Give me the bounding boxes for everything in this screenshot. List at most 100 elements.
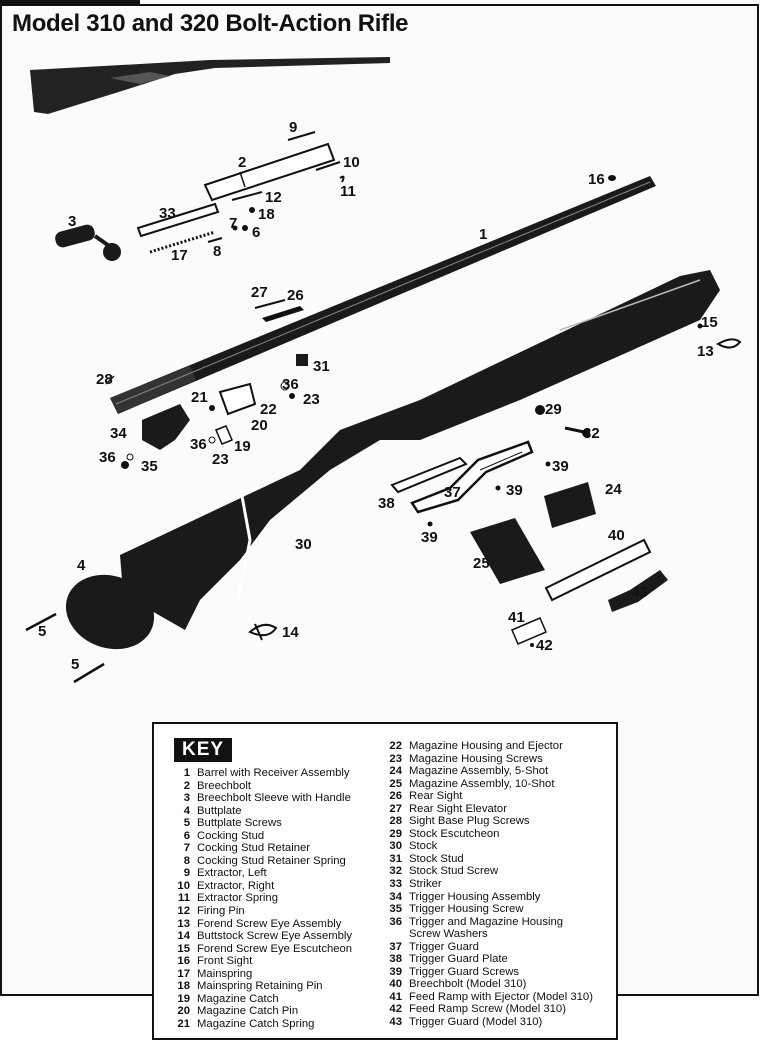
- key-item-number: 22: [389, 740, 402, 752]
- key-item-label: Extractor, Left: [197, 867, 267, 880]
- callout-37: 37: [444, 484, 461, 501]
- key-item-number: 13: [177, 917, 190, 930]
- key-item-number: 41: [389, 990, 402, 1003]
- key-item-label: Cocking Stud Retainer: [197, 842, 311, 855]
- key-item-number: 12: [177, 905, 190, 918]
- breechbolt-sleeve-part: [55, 224, 121, 261]
- callout-29: 29: [545, 401, 562, 418]
- page-title: Model 310 and 320 Bolt-Action Rifle: [12, 10, 409, 37]
- callout-36b: 36: [190, 436, 207, 453]
- key-item-label: Front Sight: [197, 955, 253, 968]
- key-item-label: Mainspring Retaining Pin: [197, 980, 323, 993]
- key-item-number: 40: [389, 978, 402, 991]
- key-item-label: Forend Screw Eye Assembly: [197, 917, 342, 930]
- stock-part: [120, 270, 720, 630]
- mainspring-part: [149, 230, 216, 254]
- key-item-number: 33: [389, 878, 402, 891]
- key-item-label: Buttplate: [197, 804, 242, 817]
- key-item-number: 15: [177, 942, 190, 955]
- callout-4: 4: [77, 557, 86, 574]
- buttplate-part: [65, 574, 155, 650]
- key-item-number: 20: [177, 1005, 190, 1018]
- key-item-number: 16: [177, 955, 190, 968]
- callout-6: 6: [252, 224, 260, 241]
- callout-36c: 36: [99, 449, 116, 466]
- key-item-label: Stock: [409, 840, 438, 853]
- key-item: 32 Stock Stud Screw: [382, 865, 593, 878]
- callout-17: 17: [171, 247, 188, 264]
- key-item-number: 32: [389, 865, 402, 878]
- key-item: 25 Magazine Assembly, 10-Shot: [382, 778, 593, 791]
- key-item-label: Buttplate Screws: [197, 817, 282, 830]
- callout-31: 31: [313, 358, 330, 375]
- key-item-label: Trigger Housing Assembly: [409, 890, 541, 903]
- callout-2: 2: [238, 154, 246, 171]
- key-item-label: Cocking Stud Retainer Spring: [197, 854, 346, 867]
- key-item-number: 4: [183, 804, 190, 817]
- key-item-label: Forend Screw Eye Escutcheon: [197, 942, 353, 955]
- barrel-receiver-part: [110, 176, 656, 414]
- rear-sight-part: [254, 299, 304, 322]
- key-item-label: Stock Stud: [409, 852, 464, 865]
- callout-19: 19: [234, 438, 251, 455]
- key-item: 40 Breechbolt (Model 310): [382, 978, 593, 991]
- key-item-label: Stock Stud Screw: [409, 865, 499, 878]
- callout-21: 21: [191, 389, 208, 406]
- callout-3: 3: [68, 213, 76, 230]
- callout-9: 9: [289, 119, 297, 136]
- callout-labels: 1 2 3 4 5 5 6 7 8 9 10 11 12 13 14 15 16…: [38, 119, 718, 673]
- key-item-label: Barrel with Receiver Assembly: [197, 767, 350, 779]
- magazine-parts: [470, 482, 596, 584]
- key-item-number: 24: [389, 765, 402, 778]
- key-item-number: 11: [178, 892, 190, 905]
- key-item-label: Magazine Assembly, 10-Shot: [409, 777, 555, 790]
- key-item-label: Trigger Guard: [409, 940, 479, 953]
- key-item-number: 42: [389, 1003, 402, 1016]
- callout-39b: 39: [506, 482, 523, 499]
- key-item-label: Sight Base Plug Screws: [409, 815, 530, 828]
- key-item-number: 18: [177, 980, 190, 993]
- key-item-label: Trigger Guard Plate: [409, 953, 508, 966]
- key-item-label: Cocking Stud: [197, 829, 265, 842]
- key-item-number: 17: [177, 967, 190, 980]
- callout-41: 41: [508, 609, 525, 626]
- key-item-label: Stock Escutcheon: [409, 827, 500, 840]
- callout-5b: 5: [71, 656, 79, 673]
- key-item-number: 10: [177, 879, 190, 892]
- key-item-number: 25: [389, 777, 402, 790]
- trigger-housing-parts: [105, 354, 308, 469]
- callout-36a: 36: [282, 376, 299, 393]
- rifle-thumbnail: [30, 57, 390, 114]
- key-item-number: 39: [389, 965, 402, 978]
- key-item-label: Breechbolt Sleeve with Handle: [197, 792, 351, 805]
- key-item-number: 31: [389, 852, 402, 865]
- callout-7: 7: [229, 215, 237, 232]
- callout-22: 22: [260, 401, 277, 418]
- key-item: 31 Stock Stud: [382, 853, 593, 866]
- key-item: 7 Cocking Stud Retainer: [170, 842, 352, 855]
- callout-30: 30: [295, 536, 312, 553]
- callout-43: 43: [631, 584, 648, 601]
- key-item-label: Trigger Guard (Model 310): [409, 1016, 543, 1029]
- key-item-label: Breechbolt (Model 310): [409, 978, 527, 991]
- key-item-number: 7: [183, 842, 190, 855]
- breechbolt-part: [203, 142, 336, 202]
- callout-11: 11: [340, 183, 356, 200]
- key-item-number: 37: [389, 940, 402, 953]
